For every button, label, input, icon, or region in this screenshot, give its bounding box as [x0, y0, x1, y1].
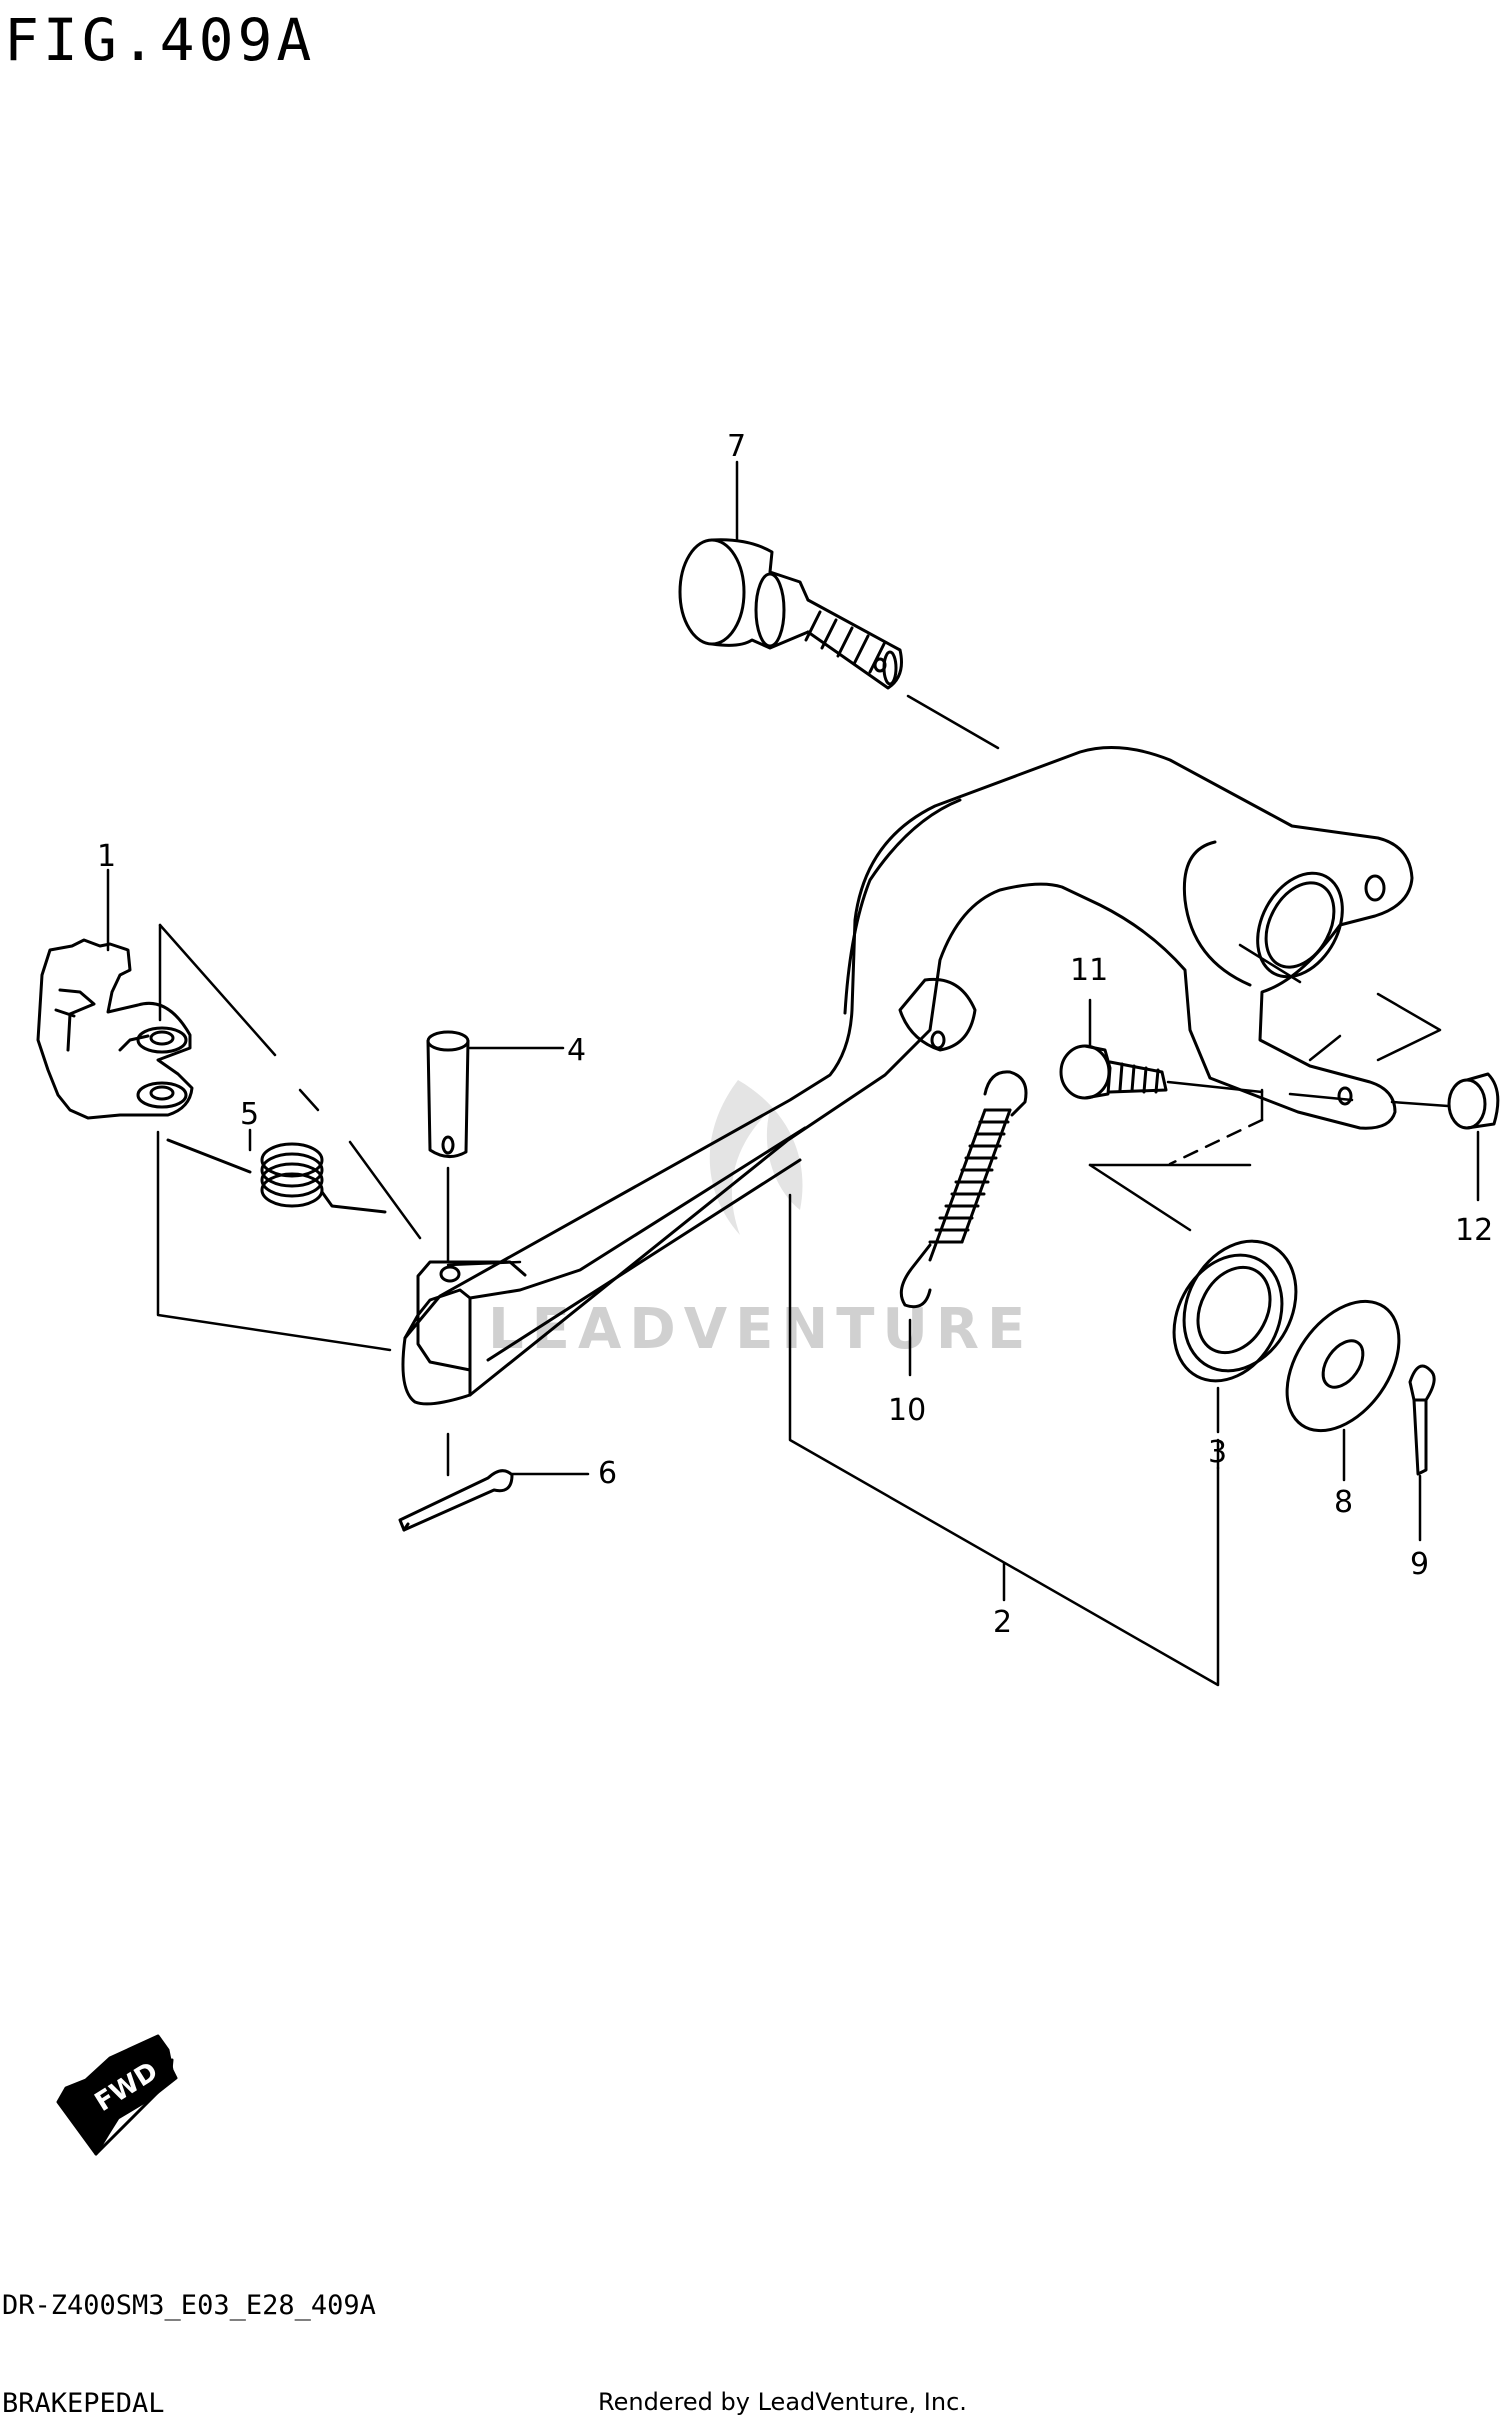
washer-part — [1285, 1299, 1401, 1433]
figure-title: FIG.409A — [4, 6, 316, 74]
brake-pedal-arm — [401, 746, 1414, 1406]
pivot-bolt-part — [678, 538, 903, 690]
callout-5: 5 — [240, 1097, 259, 1132]
callout-6: 6 — [598, 1456, 617, 1491]
callout-labels: 1 2 3 4 5 6 7 8 9 10 11 12 — [97, 429, 1493, 1640]
render-credit: Rendered by LeadVenture, Inc. — [598, 2388, 967, 2416]
watermark-flame-icon — [709, 1080, 803, 1235]
callout-3: 3 — [1208, 1435, 1227, 1470]
clevis-part — [36, 938, 194, 1120]
callout-4: 4 — [567, 1033, 586, 1068]
leader-lines — [106, 460, 1480, 1687]
callout-7: 7 — [727, 429, 746, 464]
section-name: BRAKEPEDAL — [2, 2388, 165, 2419]
callout-10: 10 — [888, 1393, 926, 1428]
callout-9: 9 — [1410, 1547, 1429, 1582]
callout-8: 8 — [1334, 1485, 1353, 1520]
callout-1: 1 — [97, 839, 116, 874]
nut-part — [1447, 1072, 1500, 1130]
seal-part — [1172, 1239, 1298, 1383]
fwd-arrow-icon: FWD — [56, 2034, 178, 2156]
torsion-spring-part — [166, 1138, 387, 1214]
return-spring-part — [899, 1070, 1028, 1309]
bolt-part — [1059, 1044, 1168, 1100]
watermark: LEADVENTURE — [488, 1080, 1025, 1362]
cotter-pin-right-part — [1408, 1364, 1436, 1476]
callout-2: 2 — [993, 1605, 1012, 1640]
clevis-pin-part — [426, 1030, 470, 1158]
cotter-pin-left-part — [398, 1469, 514, 1532]
callout-12: 12 — [1455, 1213, 1493, 1248]
callout-11: 11 — [1070, 953, 1108, 988]
model-code: DR-Z400SM3_E03_E28_409A — [2, 2290, 376, 2321]
